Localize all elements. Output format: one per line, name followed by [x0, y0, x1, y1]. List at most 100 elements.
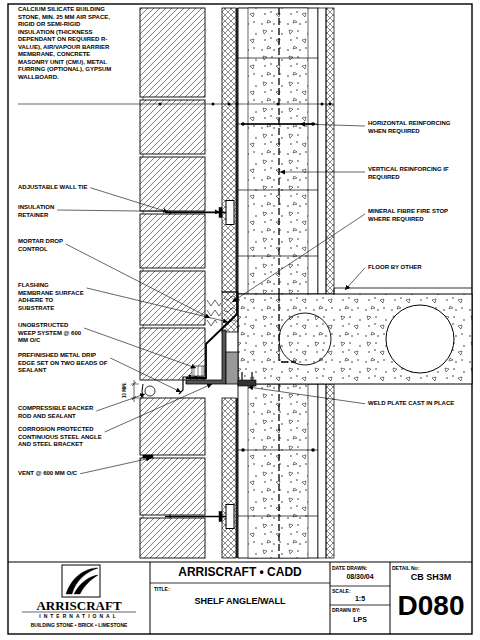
- callout-label: VENT @ 600 MM O/C: [18, 470, 116, 478]
- logo-tagline: BUILDING STONE • BRICK • LIMESTONE: [12, 622, 146, 628]
- callout-label: MINERAL FIBRE FIRE STOP WHERE REQUIRED: [368, 208, 458, 223]
- sealant: [142, 384, 143, 398]
- title-block-line: [8, 561, 472, 562]
- mortar-joint: [143, 268, 144, 271]
- material-list: CALCIUM SILICATE BUILDING STONE, MIN. 25…: [18, 6, 116, 81]
- mortar-drop-control: [207, 300, 221, 326]
- callout-label: CORROSION PROTECTED CONTINUOUS STEEL ANG…: [18, 426, 114, 449]
- callout-label: FLASHING MEMBRANE SURFACE ADHERE TO SUBS…: [18, 282, 84, 312]
- leader-dot: [277, 103, 280, 106]
- callout-label: VERTICAL REINFORCING IF REQUIRED: [368, 166, 468, 181]
- detail-number: CB SH3M: [392, 572, 470, 583]
- leader-line: [66, 244, 210, 318]
- concrete-masonry-unit: [238, 8, 318, 294]
- building-stone: [140, 214, 205, 268]
- field-caption: SCALE:: [332, 588, 388, 594]
- weep-vent: [202, 366, 203, 376]
- leader-line: [110, 358, 181, 392]
- building-stone: [140, 271, 205, 325]
- mortar-joint: [143, 515, 144, 518]
- insulation-retainer: [219, 512, 222, 522]
- cmu-bed-joint: [238, 190, 318, 191]
- leader-line: [105, 384, 212, 432]
- building-stone: [140, 518, 205, 558]
- field-caption: DRAWN BY:: [332, 607, 388, 613]
- dimension-text: 10 MIN.: [122, 374, 128, 398]
- adjustable-wall-tie: [226, 201, 234, 225]
- hollow-core-slab: [238, 294, 472, 384]
- leader-line: [87, 288, 228, 322]
- weld-stud: [241, 372, 242, 380]
- leader-line: [232, 214, 365, 302]
- metal-furring: [318, 8, 326, 294]
- leader-dot: [236, 103, 239, 106]
- grouted-core: [248, 384, 308, 558]
- sealant-bead: [189, 375, 192, 378]
- vertical-reinforcing: [278, 384, 279, 558]
- mortar-joint: [143, 154, 144, 157]
- leader-line: [345, 268, 365, 290]
- sheet-frame: [8, 4, 472, 634]
- cmu-bed-joint: [238, 256, 318, 257]
- building-stone: [140, 100, 205, 154]
- leader-dot: [159, 103, 162, 106]
- metal-drip-edge: [179, 377, 204, 394]
- grouted-core: [248, 8, 308, 294]
- callout-label: ADJUSTABLE WALL TIE: [18, 184, 116, 192]
- vertical-reinforcing: [278, 8, 279, 294]
- wall-section: [8, 4, 472, 634]
- leader-line: [57, 210, 220, 212]
- mortar-joint: [143, 211, 144, 214]
- gypsum-wallboard: [326, 8, 334, 294]
- floor-topping: [334, 288, 472, 289]
- callout-label: HORIZONTAL REINFORCING WHEN REQUIRED: [368, 120, 468, 135]
- adjustable-wall-tie: [170, 515, 171, 519]
- weep-vent: [198, 366, 199, 376]
- logo-swoosh: [66, 568, 98, 594]
- callout-label: WELD PLATE CAST IN PLACE: [368, 400, 458, 408]
- rigid-insulation: [222, 398, 236, 558]
- backer-rod: [145, 386, 155, 396]
- adjustable-wall-tie: [226, 505, 234, 529]
- dimension-tick: [132, 382, 136, 386]
- leader-line: [96, 394, 145, 411]
- cmu-bed-joint: [238, 516, 318, 517]
- leader-line: [90, 188, 168, 212]
- field-value: LPS: [332, 616, 388, 625]
- leader-line: [280, 172, 365, 173]
- grouted-slab-end: [279, 313, 331, 365]
- leader-line: [248, 387, 365, 404]
- logo-swoosh: [74, 575, 98, 594]
- mortar-joint: [143, 325, 144, 328]
- building-stone: [140, 157, 205, 211]
- reinforcing-bar: [241, 448, 245, 452]
- callout-label: PREFINISHED METAL DRIP EDGE SET ON TWO B…: [18, 352, 108, 375]
- vent: [143, 455, 153, 458]
- reinforcing-bar: [311, 122, 315, 126]
- logo-wordmark: ARRISCRAFT: [12, 598, 146, 614]
- logo-subtitle: INTERNATIONAL: [12, 613, 146, 619]
- drawing-title: SHELF ANGLE/WALL: [152, 596, 328, 607]
- steel-bracket: [226, 352, 238, 384]
- reinforcing-bar: [311, 448, 315, 452]
- dimension-line: [131, 384, 139, 385]
- cmu-bed-joint: [238, 58, 318, 59]
- field-caption: DATE DRAWN:: [332, 565, 388, 571]
- callout-label: INSULATION RETAINER: [18, 204, 80, 219]
- logo-box: [62, 565, 100, 597]
- building-stone: [140, 398, 205, 455]
- concrete-masonry-unit: [238, 384, 318, 558]
- cmu-bed-joint: [238, 450, 318, 451]
- building-stone: [140, 328, 205, 380]
- field-value: 1:5: [332, 595, 388, 604]
- title-block-line: [150, 583, 330, 584]
- adjustable-wall-tie: [165, 516, 226, 517]
- hollow-core: [386, 305, 454, 373]
- leader-lines: [18, 103, 365, 474]
- callout-label: FLOOR BY OTHER: [368, 264, 468, 272]
- title-block-line: [330, 605, 390, 606]
- leader-line: [18, 104, 334, 105]
- field-caption: TITLE:: [154, 586, 194, 592]
- floor-topping: [334, 288, 335, 294]
